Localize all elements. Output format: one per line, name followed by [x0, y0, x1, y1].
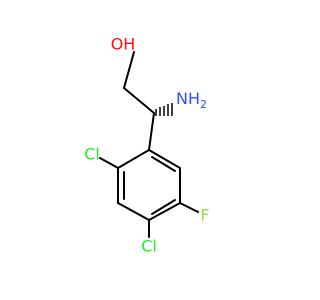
- label-nh2: NH2: [176, 89, 207, 111]
- label-cl-para: Cl: [141, 237, 157, 256]
- bond-ring-c4-c5: [148, 202, 181, 221]
- label-oh: OH: [111, 35, 136, 54]
- bond-ring-c1-c2: [117, 149, 150, 169]
- bond-o-ch2: [123, 51, 135, 89]
- bond-ring-c3-c4: [117, 202, 150, 221]
- molecule-diagram: OH NH2 Cl F Cl: [84, 34, 210, 256]
- bond-c5-f: [179, 202, 199, 213]
- label-nh: NH: [176, 89, 200, 108]
- bonds: [99, 51, 199, 238]
- bond-chiral-ring: [148, 112, 155, 151]
- bond-ring-double-2: [151, 199, 176, 215]
- structure-svg: OH NH2 Cl F Cl: [84, 35, 209, 256]
- bond-ring-c6-c1: [148, 149, 181, 169]
- label-cl-ortho: Cl: [84, 145, 100, 164]
- bond-c2-cl: [99, 157, 119, 169]
- hashed-wedge-bond: [155, 103, 173, 116]
- label-nh-subscript: 2: [200, 98, 207, 111]
- bond-ch2-chiral: [123, 87, 155, 114]
- bond-ring-double-3: [151, 156, 176, 172]
- label-f: F: [200, 206, 209, 225]
